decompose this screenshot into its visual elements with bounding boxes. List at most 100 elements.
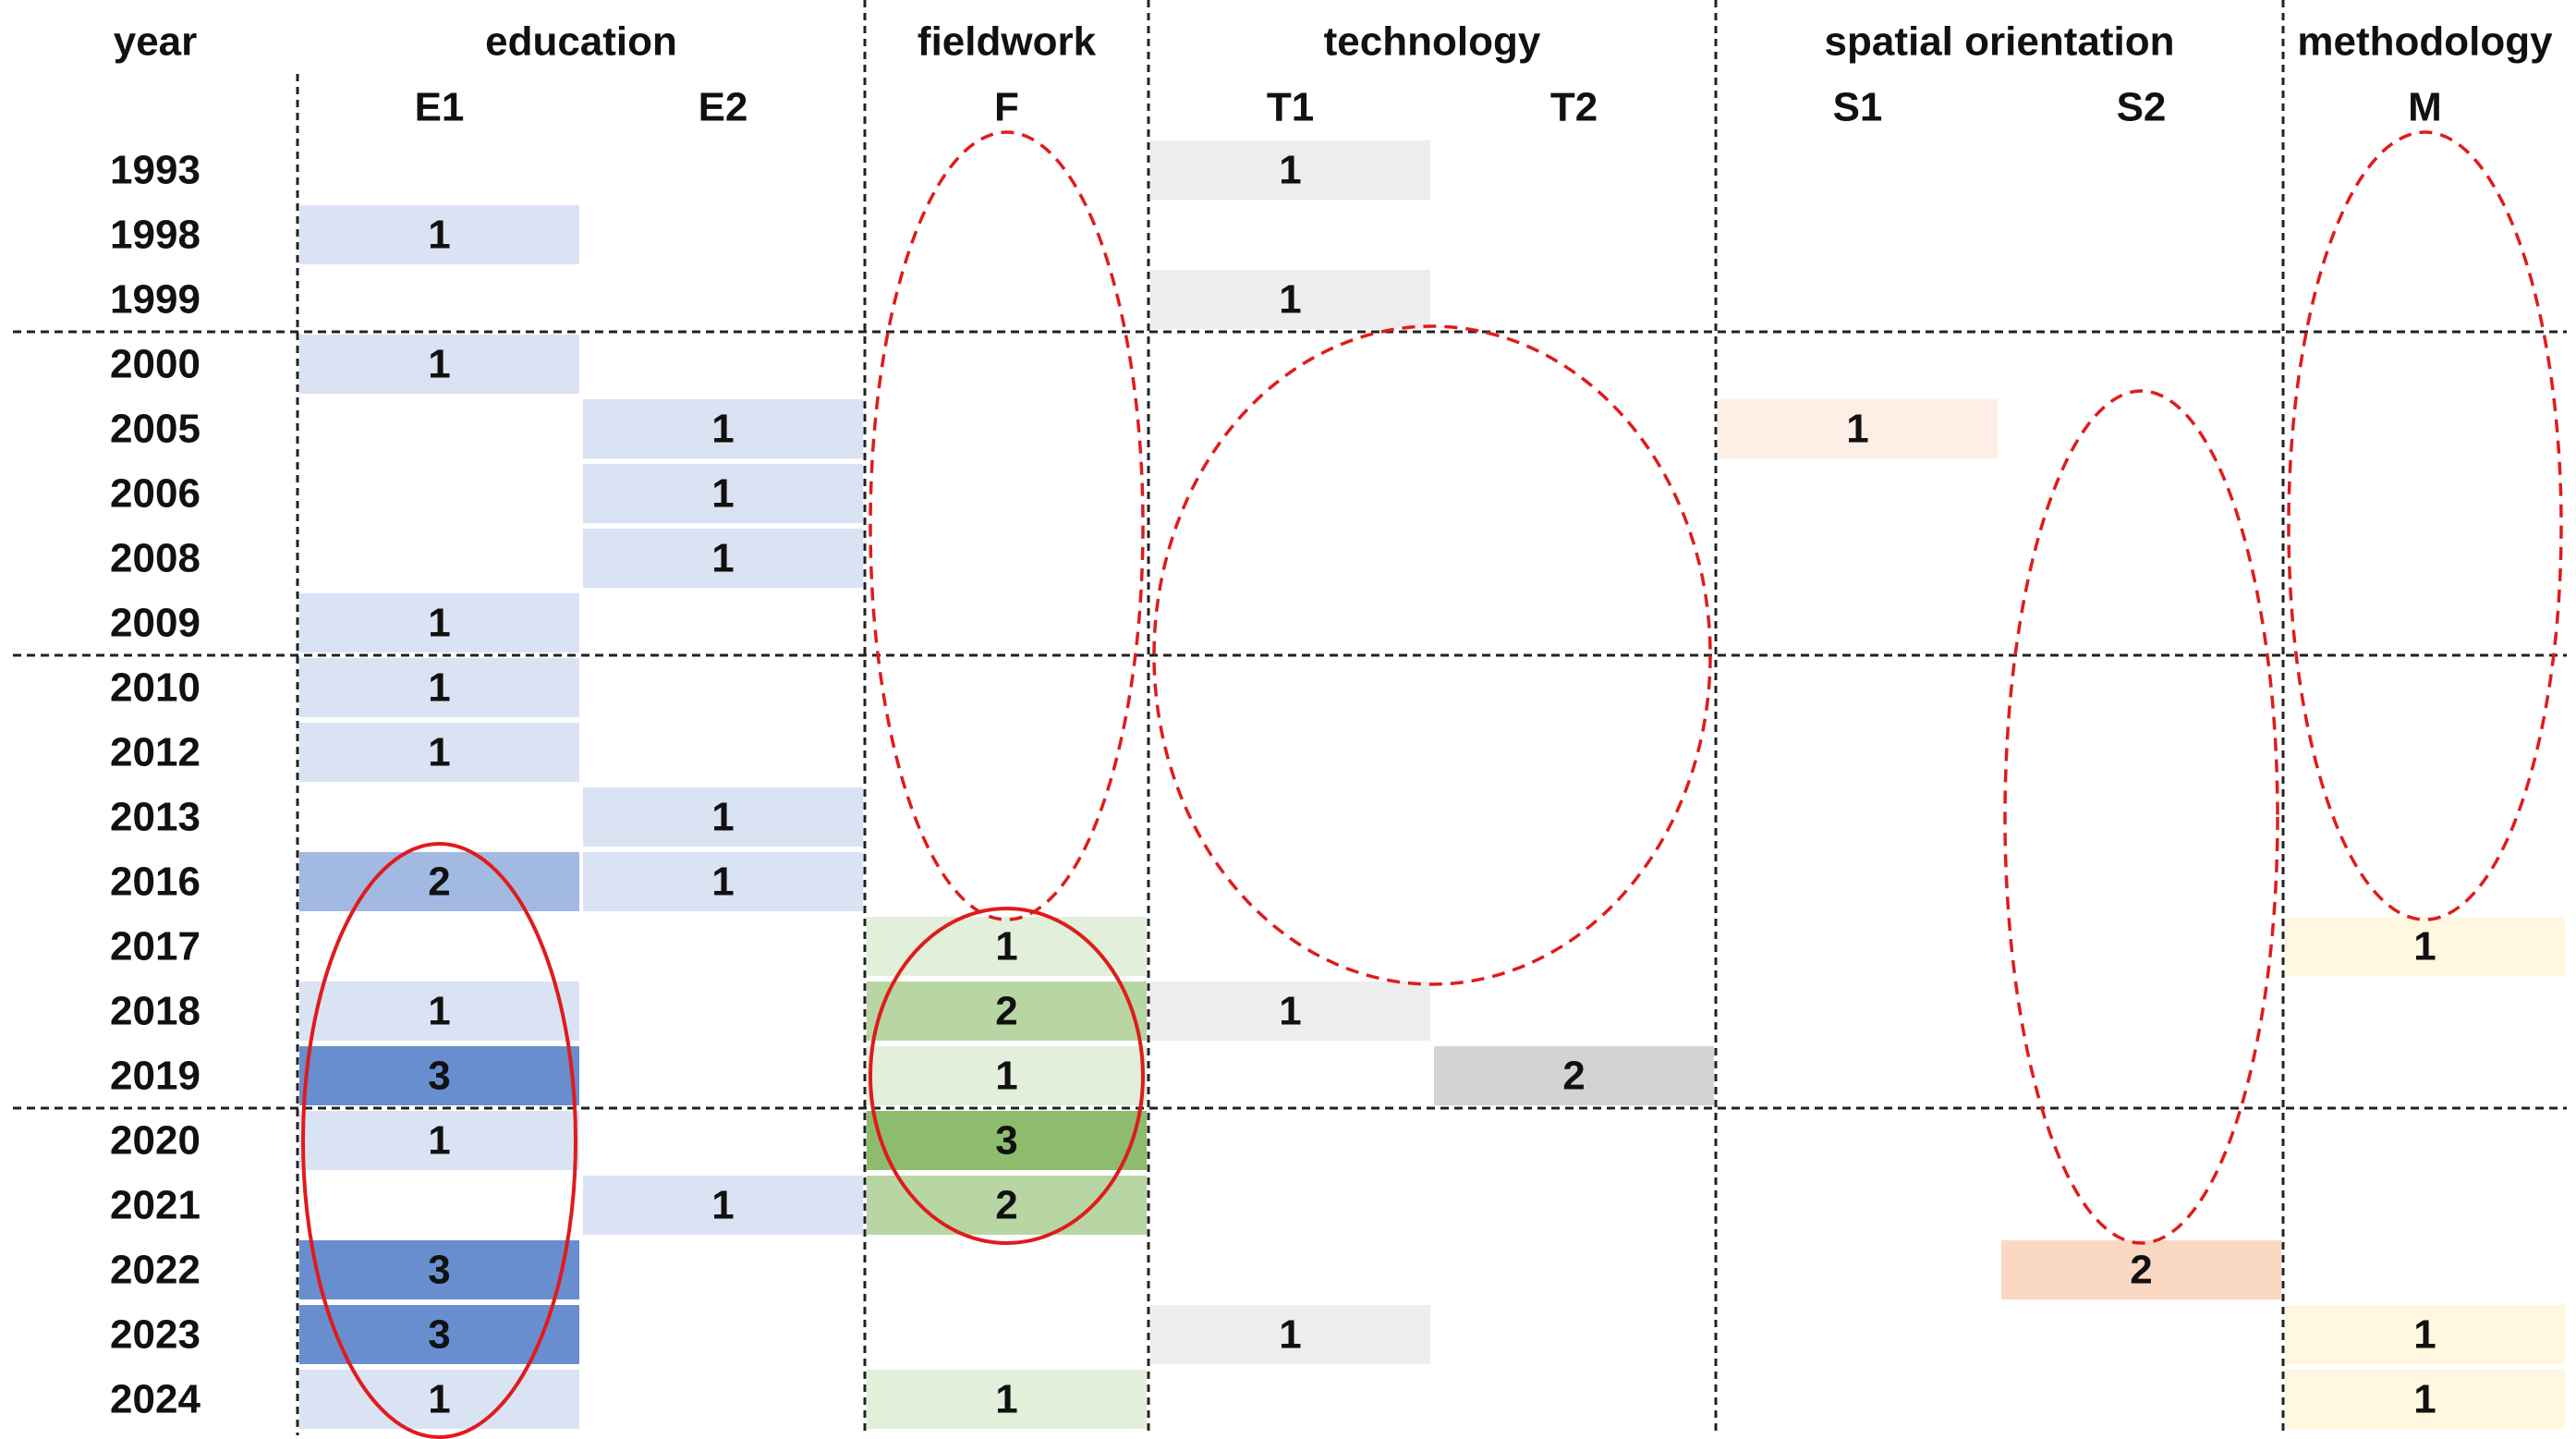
cell-value-E1-2010: 1: [428, 665, 450, 711]
cell-value-M-2017: 1: [2413, 924, 2436, 969]
year-label-2008: 2008: [110, 536, 200, 581]
cell-F-2021: [867, 1176, 1147, 1235]
cell-E1-2019: [299, 1046, 579, 1105]
cell-E1-2012: [299, 723, 579, 782]
column-label-M: M: [2408, 85, 2442, 130]
cell-value-E2-2005: 1: [711, 407, 734, 452]
gap-ellipse-M: [2287, 130, 2563, 921]
cell-value-M-2023: 1: [2413, 1312, 2436, 1358]
column-label-S1: S1: [1833, 85, 1883, 130]
cell-value-F-2019: 1: [995, 1054, 1017, 1099]
year-label-2024: 2024: [110, 1377, 200, 1422]
cell-value-E1-2000: 1: [428, 342, 450, 387]
year-label-2017: 2017: [110, 924, 200, 969]
cell-value-S1-2005: 1: [1846, 407, 1868, 452]
year-label-2022: 2022: [110, 1248, 200, 1293]
group-label-fieldwork: fieldwork: [917, 19, 1097, 65]
cell-F-2019: [867, 1046, 1147, 1105]
year-label-1993: 1993: [110, 148, 200, 193]
cell-value-T1-1999: 1: [1279, 277, 1301, 323]
cell-E2-2008: [583, 529, 863, 588]
cell-value-T1-1993: 1: [1279, 148, 1301, 193]
cell-value-F-2017: 1: [995, 924, 1017, 969]
year-label-1999: 1999: [110, 277, 200, 323]
cell-value-E2-2008: 1: [711, 536, 734, 581]
cell-value-E2-2013: 1: [711, 795, 734, 840]
cell-E1-2000: [299, 335, 579, 394]
cell-T2-2019: [1434, 1046, 1714, 1105]
column-label-E2: E2: [699, 85, 748, 130]
cell-E2-2005: [583, 399, 863, 458]
cell-F-2024: [867, 1370, 1147, 1429]
cell-value-E2-2016: 1: [711, 860, 734, 905]
cell-E1-2024: [299, 1370, 579, 1429]
year-label-2013: 2013: [110, 795, 200, 840]
cell-value-E1-2012: 1: [428, 730, 450, 775]
cell-E2-2006: [583, 464, 863, 523]
highlight-ellipse-F: [869, 907, 1145, 1245]
column-label-S2: S2: [2117, 85, 2167, 130]
cell-T1-2018: [1150, 982, 1430, 1041]
cell-value-E1-2018: 1: [428, 989, 450, 1034]
cell-value-E1-2020: 1: [428, 1118, 450, 1164]
year-label-2012: 2012: [110, 730, 200, 775]
year-label-2019: 2019: [110, 1054, 200, 1099]
group-label-methodology: methodology: [2297, 19, 2553, 65]
year-label-2018: 2018: [110, 989, 200, 1034]
year-label-2021: 2021: [110, 1183, 200, 1228]
year-labels: 1993199819992000200520062008200920102012…: [110, 148, 200, 1422]
cell-value-E1-2009: 1: [428, 601, 450, 646]
year-header: year: [114, 19, 198, 65]
cell-value-F-2020: 3: [995, 1118, 1017, 1164]
highlight-ellipse-E1: [301, 842, 577, 1439]
group-label-spatial-orientation: spatial orientation: [1825, 19, 2175, 65]
annotations: [301, 130, 2563, 1439]
cell-M-2023: [2285, 1305, 2565, 1364]
year-label-2016: 2016: [110, 860, 200, 905]
cell-S2-2022: [2001, 1240, 2281, 1299]
cell-T1-1999: [1150, 270, 1430, 329]
cell-value-E1-1998: 1: [428, 213, 450, 258]
cell-value-E2-2006: 1: [711, 471, 734, 517]
cell-E2-2013: [583, 787, 863, 847]
cell-value-F-2018: 2: [995, 989, 1017, 1034]
cell-T1-1993: [1150, 140, 1430, 200]
cell-E1-2010: [299, 658, 579, 717]
cell-value-S2-2022: 2: [2130, 1248, 2152, 1293]
gap-ellipse-F: [869, 130, 1145, 921]
year-label-2005: 2005: [110, 407, 200, 452]
year-label-2009: 2009: [110, 601, 200, 646]
cell-value-M-2024: 1: [2413, 1377, 2436, 1422]
column-label-T2: T2: [1550, 85, 1598, 130]
cell-E2-2021: [583, 1176, 863, 1235]
gap-ellipse-T: [1152, 324, 1712, 986]
cell-value-F-2024: 1: [995, 1377, 1017, 1422]
group-dividers: [296, 0, 2285, 1435]
cell-value-E1-2024: 1: [428, 1377, 450, 1422]
cell-E2-2016: [583, 852, 863, 911]
cell-M-2017: [2285, 917, 2565, 976]
cell-M-2024: [2285, 1370, 2565, 1429]
cell-value-T1-2018: 1: [1279, 989, 1301, 1034]
group-label-technology: technology: [1324, 19, 1541, 65]
cell-E1-2016: [299, 852, 579, 911]
column-label-E1: E1: [415, 85, 465, 130]
column-label-F: F: [994, 85, 1019, 130]
year-label-1998: 1998: [110, 213, 200, 258]
cell-value-T1-2023: 1: [1279, 1312, 1301, 1358]
cell-F-2018: [867, 982, 1147, 1041]
year-label-2000: 2000: [110, 342, 200, 387]
cell-T1-2023: [1150, 1305, 1430, 1364]
gap-ellipse-S2: [2003, 389, 2279, 1245]
cell-value-E1-2019: 3: [428, 1054, 450, 1099]
cell-E1-1998: [299, 205, 579, 264]
cell-E1-2020: [299, 1111, 579, 1170]
cell-value-T2-2019: 2: [1562, 1054, 1585, 1099]
cell-S1-2005: [1718, 399, 1998, 458]
cell-F-2017: [867, 917, 1147, 976]
year-label-2023: 2023: [110, 1312, 200, 1358]
cell-E1-2022: [299, 1240, 579, 1299]
cell-F-2020: [867, 1111, 1147, 1170]
cell-value-E1-2023: 3: [428, 1312, 450, 1358]
cell-value-E1-2022: 3: [428, 1248, 450, 1293]
